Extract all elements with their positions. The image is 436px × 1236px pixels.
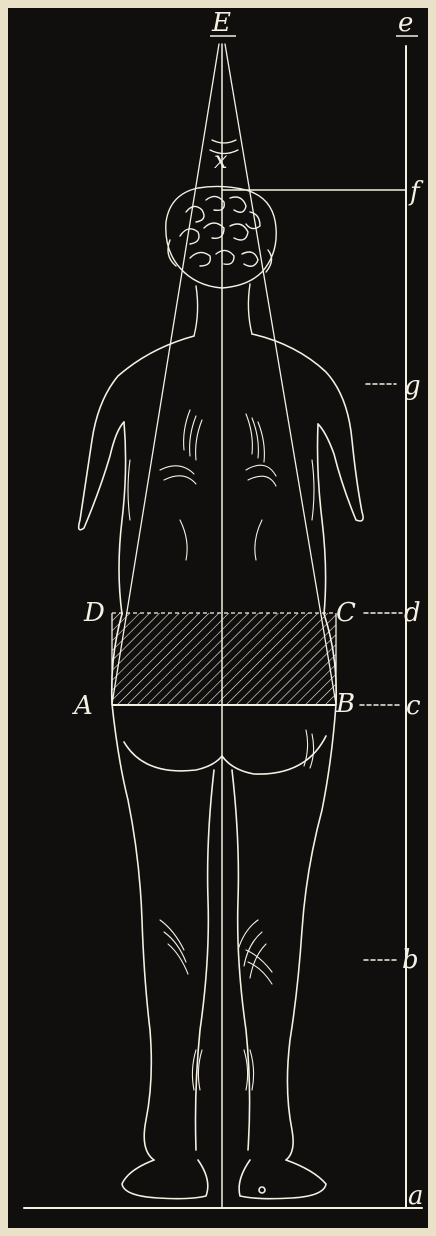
label-b: b	[402, 945, 419, 975]
label-c: c	[406, 691, 421, 721]
label-e: e	[398, 8, 413, 38]
label-E: E	[211, 8, 231, 38]
label-A: A	[72, 691, 93, 721]
label-x: x	[214, 146, 228, 174]
label-B: B	[335, 689, 355, 719]
label-d: d	[404, 598, 421, 628]
label-g: g	[404, 371, 421, 401]
hip-zone-hatched	[112, 613, 336, 705]
label-C: C	[336, 598, 356, 628]
label-a: a	[408, 1181, 424, 1211]
label-D: D	[83, 598, 105, 628]
